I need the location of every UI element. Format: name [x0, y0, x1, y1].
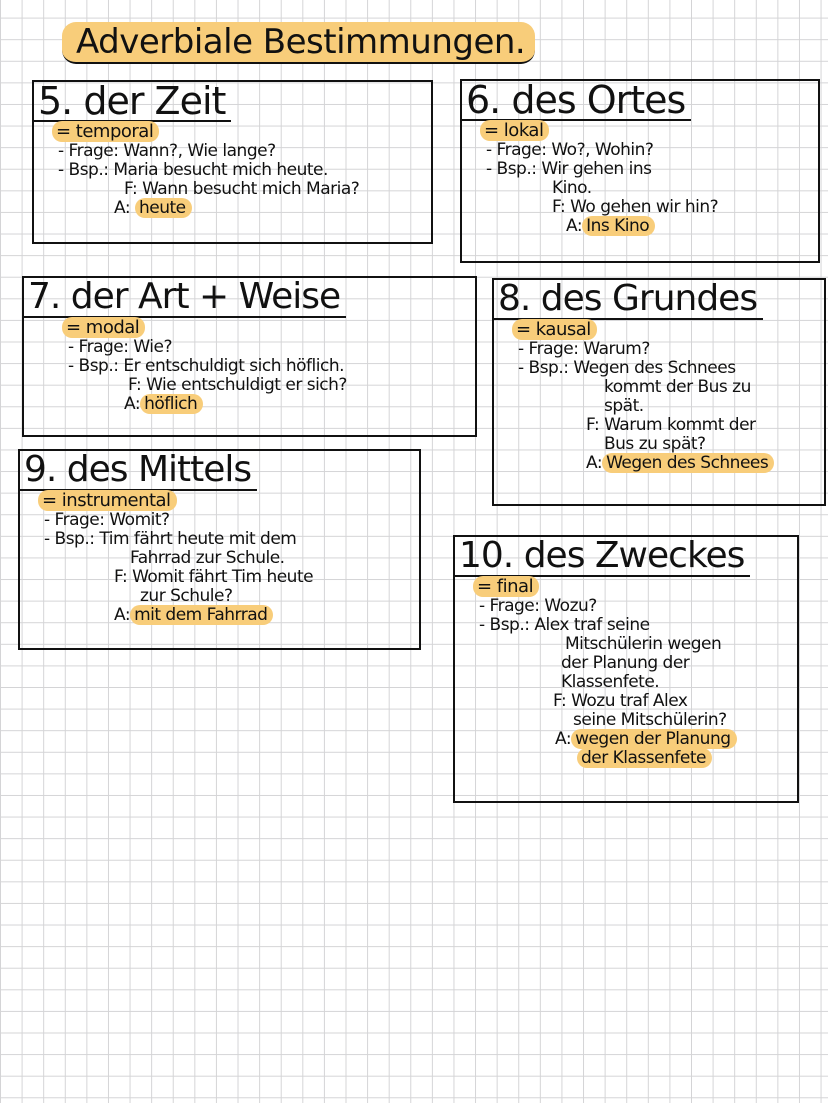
section-lokal: 6. des Ortes = lokal - Frage: Wo?, Wohin… — [460, 79, 820, 263]
example-line: - Bsp.: Er entschuldigt sich höflich. — [68, 356, 345, 376]
section-kausal: 8. des Grundes = kausal - Frage: Warum? … — [492, 278, 826, 506]
section-heading: 7. der Art + Weise — [24, 278, 347, 318]
answer-highlight: heute — [134, 198, 192, 218]
question-line: - Frage: Warum? — [518, 339, 650, 359]
example-line: der Planung der — [561, 653, 690, 673]
section-final: 10. des Zweckes = final - Frage: Wozu? -… — [453, 535, 799, 803]
section-instrumental: 9. des Mittels = instrumental - Frage: W… — [18, 449, 421, 650]
question-form-line: F: Wozu traf Alex — [553, 691, 688, 711]
section-temporal: 5. der Zeit = temporal - Frage: Wann?, W… — [32, 80, 433, 244]
answer-line: der Klassenfete — [577, 748, 797, 768]
answer-highlight: der Klassenfete — [577, 748, 712, 768]
question-form-line: F: Wie entschuldigt er sich? — [128, 375, 347, 395]
section-modal: 7. der Art + Weise = modal - Frage: Wie?… — [22, 276, 477, 437]
example-line: - Bsp.: Wir gehen ins — [486, 159, 652, 179]
answer-line: A:wegen der Planung — [555, 729, 797, 749]
answer-line: A:mit dem Fahrrad — [114, 605, 419, 625]
question-line: - Frage: Wie? — [68, 337, 173, 357]
question-form-line: zur Schule? — [140, 586, 233, 606]
example-line: Mitschülerin wegen — [565, 634, 722, 654]
section-term: = temporal — [52, 121, 160, 142]
answer-highlight: mit dem Fahrrad — [130, 605, 274, 625]
answer-highlight: Wegen des Schnees — [602, 453, 775, 473]
question-line: - Frage: Wann?, Wie lange? — [58, 141, 276, 161]
page-title: Adverbiale Bestimmungen. — [62, 22, 536, 64]
question-form-line: seine Mitschülerin? — [573, 710, 727, 730]
example-line: Klassenfete. — [561, 672, 660, 692]
example-line: - Bsp.: Wegen des Schnees — [518, 358, 736, 378]
answer-line: A: heute — [114, 198, 431, 218]
example-line: Kino. — [552, 178, 592, 198]
example-line: Fahrrad zur Schule. — [130, 548, 285, 568]
example-line: - Bsp.: Alex traf seine — [479, 615, 650, 635]
answer-line: A:Ins Kino — [566, 216, 818, 236]
question-form-line: F: Wo gehen wir hin? — [552, 197, 719, 217]
answer-line: A:Wegen des Schnees — [586, 453, 824, 473]
question-form-line: F: Wann besucht mich Maria? — [124, 179, 360, 199]
question-form-line: Bus zu spät? — [604, 434, 706, 454]
section-term: = lokal — [480, 120, 550, 141]
section-heading: 5. der Zeit — [34, 82, 232, 122]
section-heading: 8. des Grundes — [494, 280, 764, 320]
question-form-line: F: Womit fährt Tim heute — [114, 567, 314, 587]
example-line: - Bsp.: Tim fährt heute mit dem — [44, 529, 297, 549]
section-term: = kausal — [512, 319, 597, 340]
question-line: - Frage: Wozu? — [479, 596, 597, 616]
section-heading: 10. des Zweckes — [455, 537, 751, 577]
answer-highlight: höflich — [140, 394, 204, 414]
section-term: = instrumental — [38, 490, 177, 511]
section-term: = final — [473, 576, 540, 597]
section-heading: 6. des Ortes — [462, 81, 692, 121]
example-line: kommt der Bus zu — [604, 377, 751, 397]
example-line: spät. — [604, 396, 644, 416]
section-term: = modal — [62, 317, 146, 338]
answer-highlight: wegen der Planung — [571, 729, 737, 749]
question-line: - Frage: Womit? — [44, 510, 170, 530]
answer-line: A:höflich — [124, 394, 475, 414]
answer-highlight: Ins Kino — [582, 216, 656, 236]
example-line: - Bsp.: Maria besucht mich heute. — [58, 160, 328, 180]
section-heading: 9. des Mittels — [20, 451, 258, 491]
question-line: - Frage: Wo?, Wohin? — [486, 140, 654, 160]
question-form-line: F: Warum kommt der — [586, 415, 756, 435]
